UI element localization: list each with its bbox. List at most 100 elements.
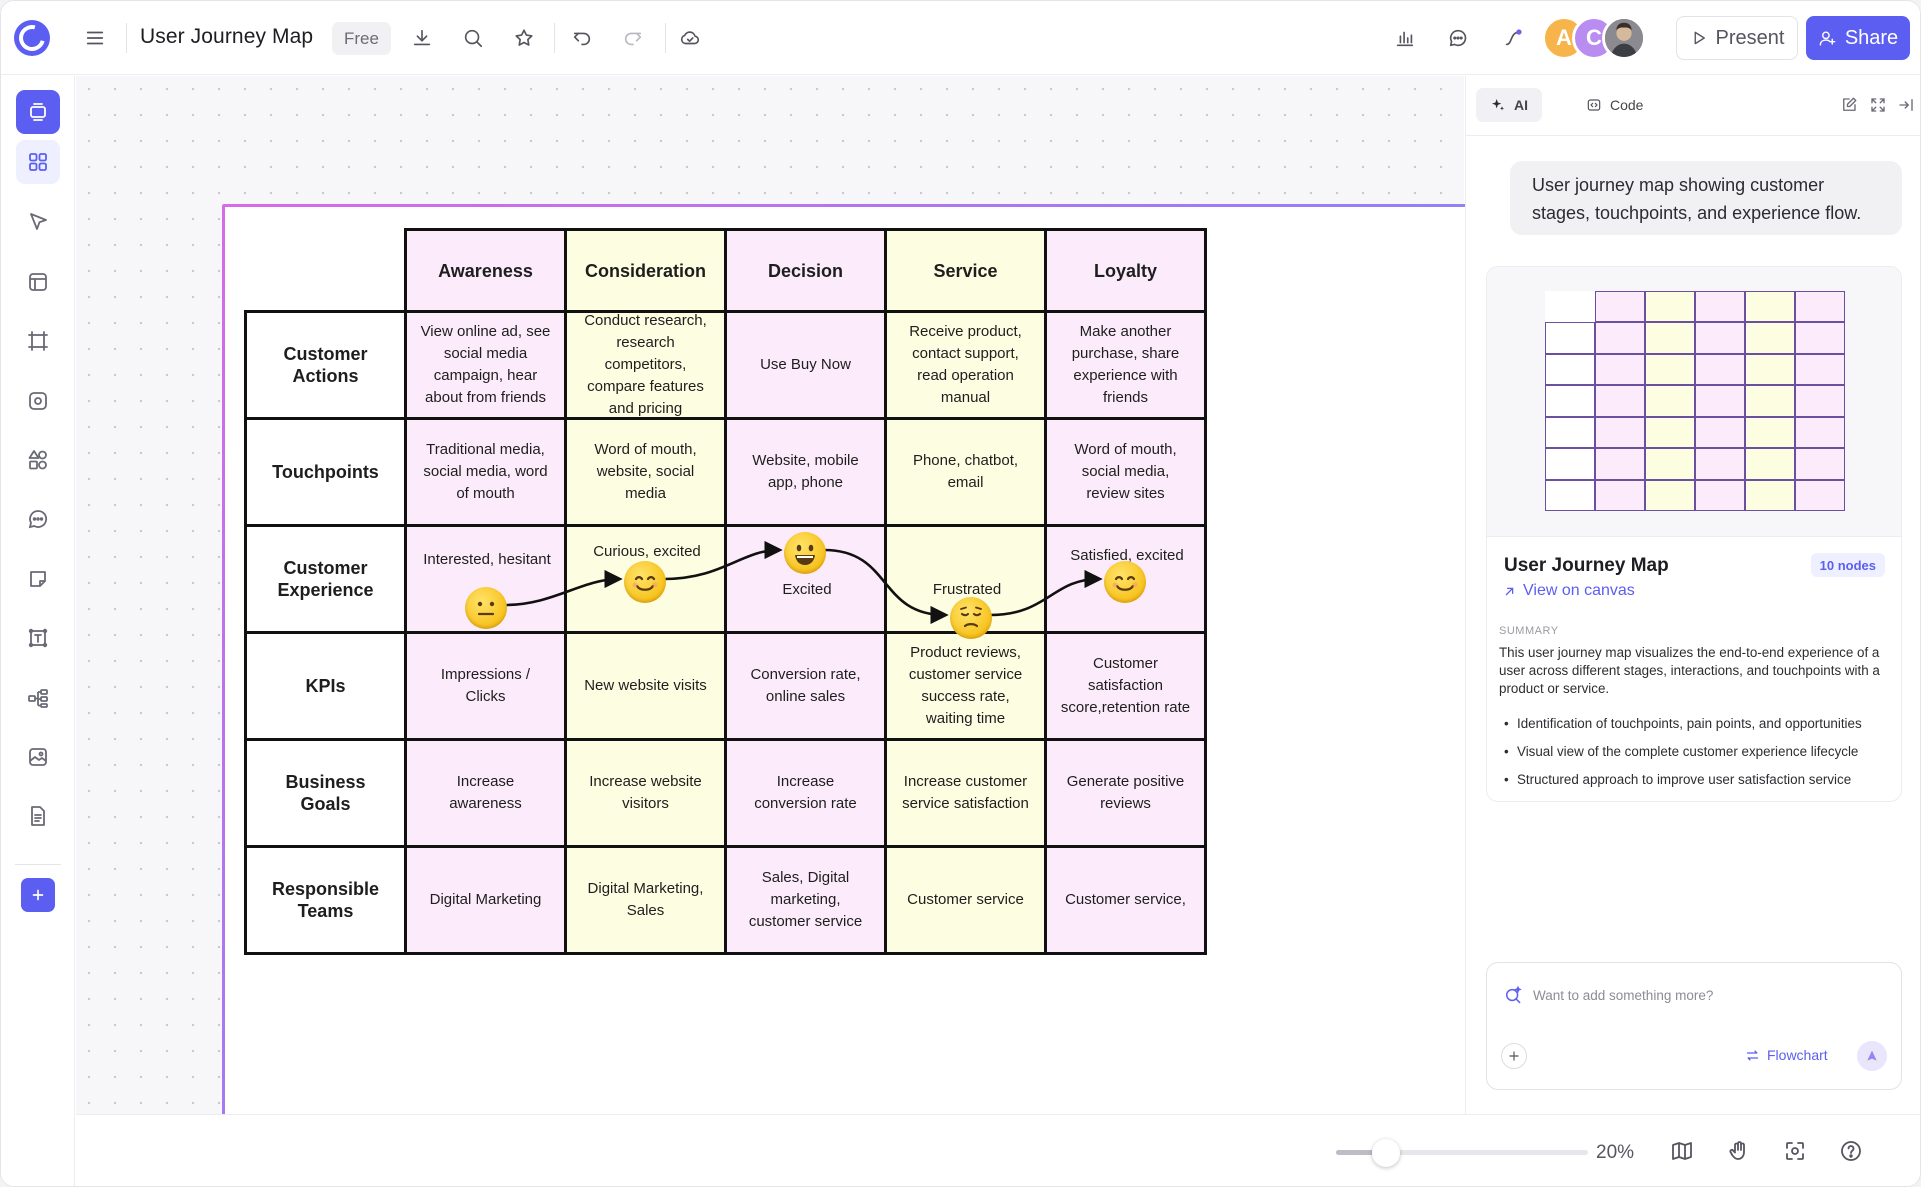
redo-icon[interactable]: [618, 23, 648, 53]
shapes-tool-button[interactable]: [16, 438, 60, 482]
undo-icon[interactable]: [567, 23, 597, 53]
journey-cell[interactable]: Use Buy Now: [724, 310, 887, 420]
journey-cell[interactable]: New website visits: [564, 631, 727, 741]
row-header-business-goals[interactable]: Business Goals: [244, 738, 407, 848]
journey-cell[interactable]: Traditional media, social media, word of…: [404, 417, 567, 527]
hand-icon[interactable]: [1727, 1139, 1755, 1167]
thumbnail-preview: [1545, 291, 1845, 511]
journey-cell[interactable]: Product reviews, customer service succes…: [884, 631, 1047, 741]
frame-tool-button[interactable]: [16, 90, 60, 134]
templates-tool-button[interactable]: [16, 140, 60, 184]
chart-icon[interactable]: [1390, 23, 1420, 53]
avatar[interactable]: [1602, 16, 1646, 60]
star-icon[interactable]: [509, 23, 539, 53]
image-tool-button[interactable]: [16, 735, 60, 779]
journey-cell[interactable]: Digital Marketing: [404, 845, 567, 955]
collapse-panel-icon[interactable]: [1897, 96, 1917, 116]
journey-cell[interactable]: Word of mouth, social media, review site…: [1044, 417, 1207, 527]
add-tool-button[interactable]: [21, 878, 55, 912]
journey-cell[interactable]: Conversion rate, online sales: [724, 631, 887, 741]
journey-cell[interactable]: Excited: [724, 524, 887, 634]
expand-icon[interactable]: [1869, 96, 1889, 116]
share-button[interactable]: Share: [1806, 16, 1910, 60]
stage-header-service[interactable]: Service: [884, 228, 1047, 313]
result-card[interactable]: User Journey Map 10 nodes View on canvas…: [1486, 266, 1902, 802]
row-header-customer-actions[interactable]: Customer Actions: [244, 310, 407, 420]
journey-cell[interactable]: Digital Marketing, Sales: [564, 845, 727, 955]
connector-icon[interactable]: [1498, 23, 1528, 53]
download-icon[interactable]: [407, 23, 437, 53]
journey-cell[interactable]: Make another purchase, share experience …: [1044, 310, 1207, 420]
shape-tool-button[interactable]: [16, 379, 60, 423]
edit-icon[interactable]: [1840, 96, 1860, 116]
row-header-responsible-teams[interactable]: Responsible Teams: [244, 845, 407, 955]
document-title[interactable]: User Journey Map: [140, 25, 314, 48]
row-header-touchpoints[interactable]: Touchpoints: [244, 417, 407, 527]
comment-icon[interactable]: [1443, 23, 1473, 53]
zoom-level[interactable]: 20%: [1596, 1142, 1635, 1163]
stage-header-awareness[interactable]: Awareness: [404, 228, 567, 313]
journey-cell[interactable]: Curious, excited: [564, 524, 727, 634]
journey-cell[interactable]: Increase awareness: [404, 738, 567, 848]
shape-icon: [29, 392, 47, 410]
cell-text: Customer service,: [1065, 891, 1186, 908]
tab-code-label: Code: [1610, 97, 1644, 113]
stage-header-loyalty[interactable]: Loyalty: [1044, 228, 1207, 313]
tab-ai[interactable]: AI: [1476, 88, 1542, 122]
plan-badge[interactable]: Free: [332, 22, 391, 55]
view-on-canvas-link[interactable]: View on canvas: [1502, 582, 1635, 600]
send-button[interactable]: [1857, 1041, 1887, 1071]
journey-cell[interactable]: Impressions / Clicks: [404, 631, 567, 741]
search-icon[interactable]: [458, 23, 488, 53]
grid-icon: [29, 153, 47, 171]
stage-header-consideration[interactable]: Consideration: [564, 228, 727, 313]
journey-cell[interactable]: Word of mouth, website, social media: [564, 417, 727, 527]
journey-cell[interactable]: Generate positive reviews: [1044, 738, 1207, 848]
journey-cell[interactable]: Increase customer service satisfaction: [884, 738, 1047, 848]
sticky-note-tool-button[interactable]: [16, 557, 60, 601]
comment-tool-button[interactable]: [16, 497, 60, 541]
journey-cell[interactable]: Customer service: [884, 845, 1047, 955]
journey-cell[interactable]: Interested, hesitant: [404, 524, 567, 634]
result-thumbnail[interactable]: [1487, 267, 1901, 537]
journey-cell[interactable]: Customer satisfaction score,retention ra…: [1044, 631, 1207, 741]
tab-code[interactable]: Code: [1572, 88, 1657, 122]
row-header-customer-experience[interactable]: Customer Experience: [244, 524, 407, 634]
journey-cell[interactable]: Receive product, contact support, read o…: [884, 310, 1047, 420]
stage-header-decision[interactable]: Decision: [724, 228, 887, 313]
mindmap-tool-button[interactable]: [16, 676, 60, 720]
add-person-icon: [1819, 30, 1836, 46]
journey-cell[interactable]: Satisfied, excited: [1044, 524, 1207, 634]
row-header-kpis[interactable]: KPIs: [244, 631, 407, 741]
text-tool-button[interactable]: [16, 616, 60, 660]
layout-tool-button[interactable]: [16, 260, 60, 304]
document-tool-button[interactable]: [16, 794, 60, 838]
journey-cell[interactable]: View online ad, see social media campaig…: [404, 310, 567, 420]
prompt-input[interactable]: [1533, 983, 1873, 1007]
journey-cell[interactable]: Conduct research, research competitors, …: [564, 310, 727, 420]
zoom-slider[interactable]: [1336, 1150, 1588, 1155]
minimap-icon[interactable]: [1670, 1139, 1698, 1167]
cloud-icon[interactable]: [675, 23, 705, 53]
journey-cell[interactable]: Customer service,: [1044, 845, 1207, 955]
result-title: User Journey Map: [1504, 555, 1669, 576]
select-tool-button[interactable]: [16, 200, 60, 244]
attach-button[interactable]: [1501, 1043, 1527, 1069]
journey-cell[interactable]: Increase website visitors: [564, 738, 727, 848]
help-icon[interactable]: [1839, 1139, 1867, 1167]
zoom-slider-handle[interactable]: [1372, 1139, 1400, 1167]
diagram-mode-selector[interactable]: Flowchart: [1745, 1047, 1828, 1063]
section-tool-button[interactable]: [16, 319, 60, 363]
summary-bullet: Structured approach to improve user sati…: [1499, 771, 1899, 789]
journey-cell[interactable]: Frustrated: [884, 524, 1047, 639]
fit-screen-icon[interactable]: [1783, 1139, 1811, 1167]
menu-icon[interactable]: [80, 23, 110, 53]
journey-cell[interactable]: Sales, Digital marketing, customer servi…: [724, 845, 887, 955]
cell-text: Impressions / Clicks: [440, 666, 531, 705]
journey-cell[interactable]: Website, mobile app, phone: [724, 417, 887, 527]
app-logo-icon[interactable]: [14, 20, 50, 56]
journey-cell[interactable]: Increase conversion rate: [724, 738, 887, 848]
journey-cell[interactable]: Phone, chatbot, email: [884, 417, 1047, 527]
present-button[interactable]: Present: [1676, 16, 1798, 60]
